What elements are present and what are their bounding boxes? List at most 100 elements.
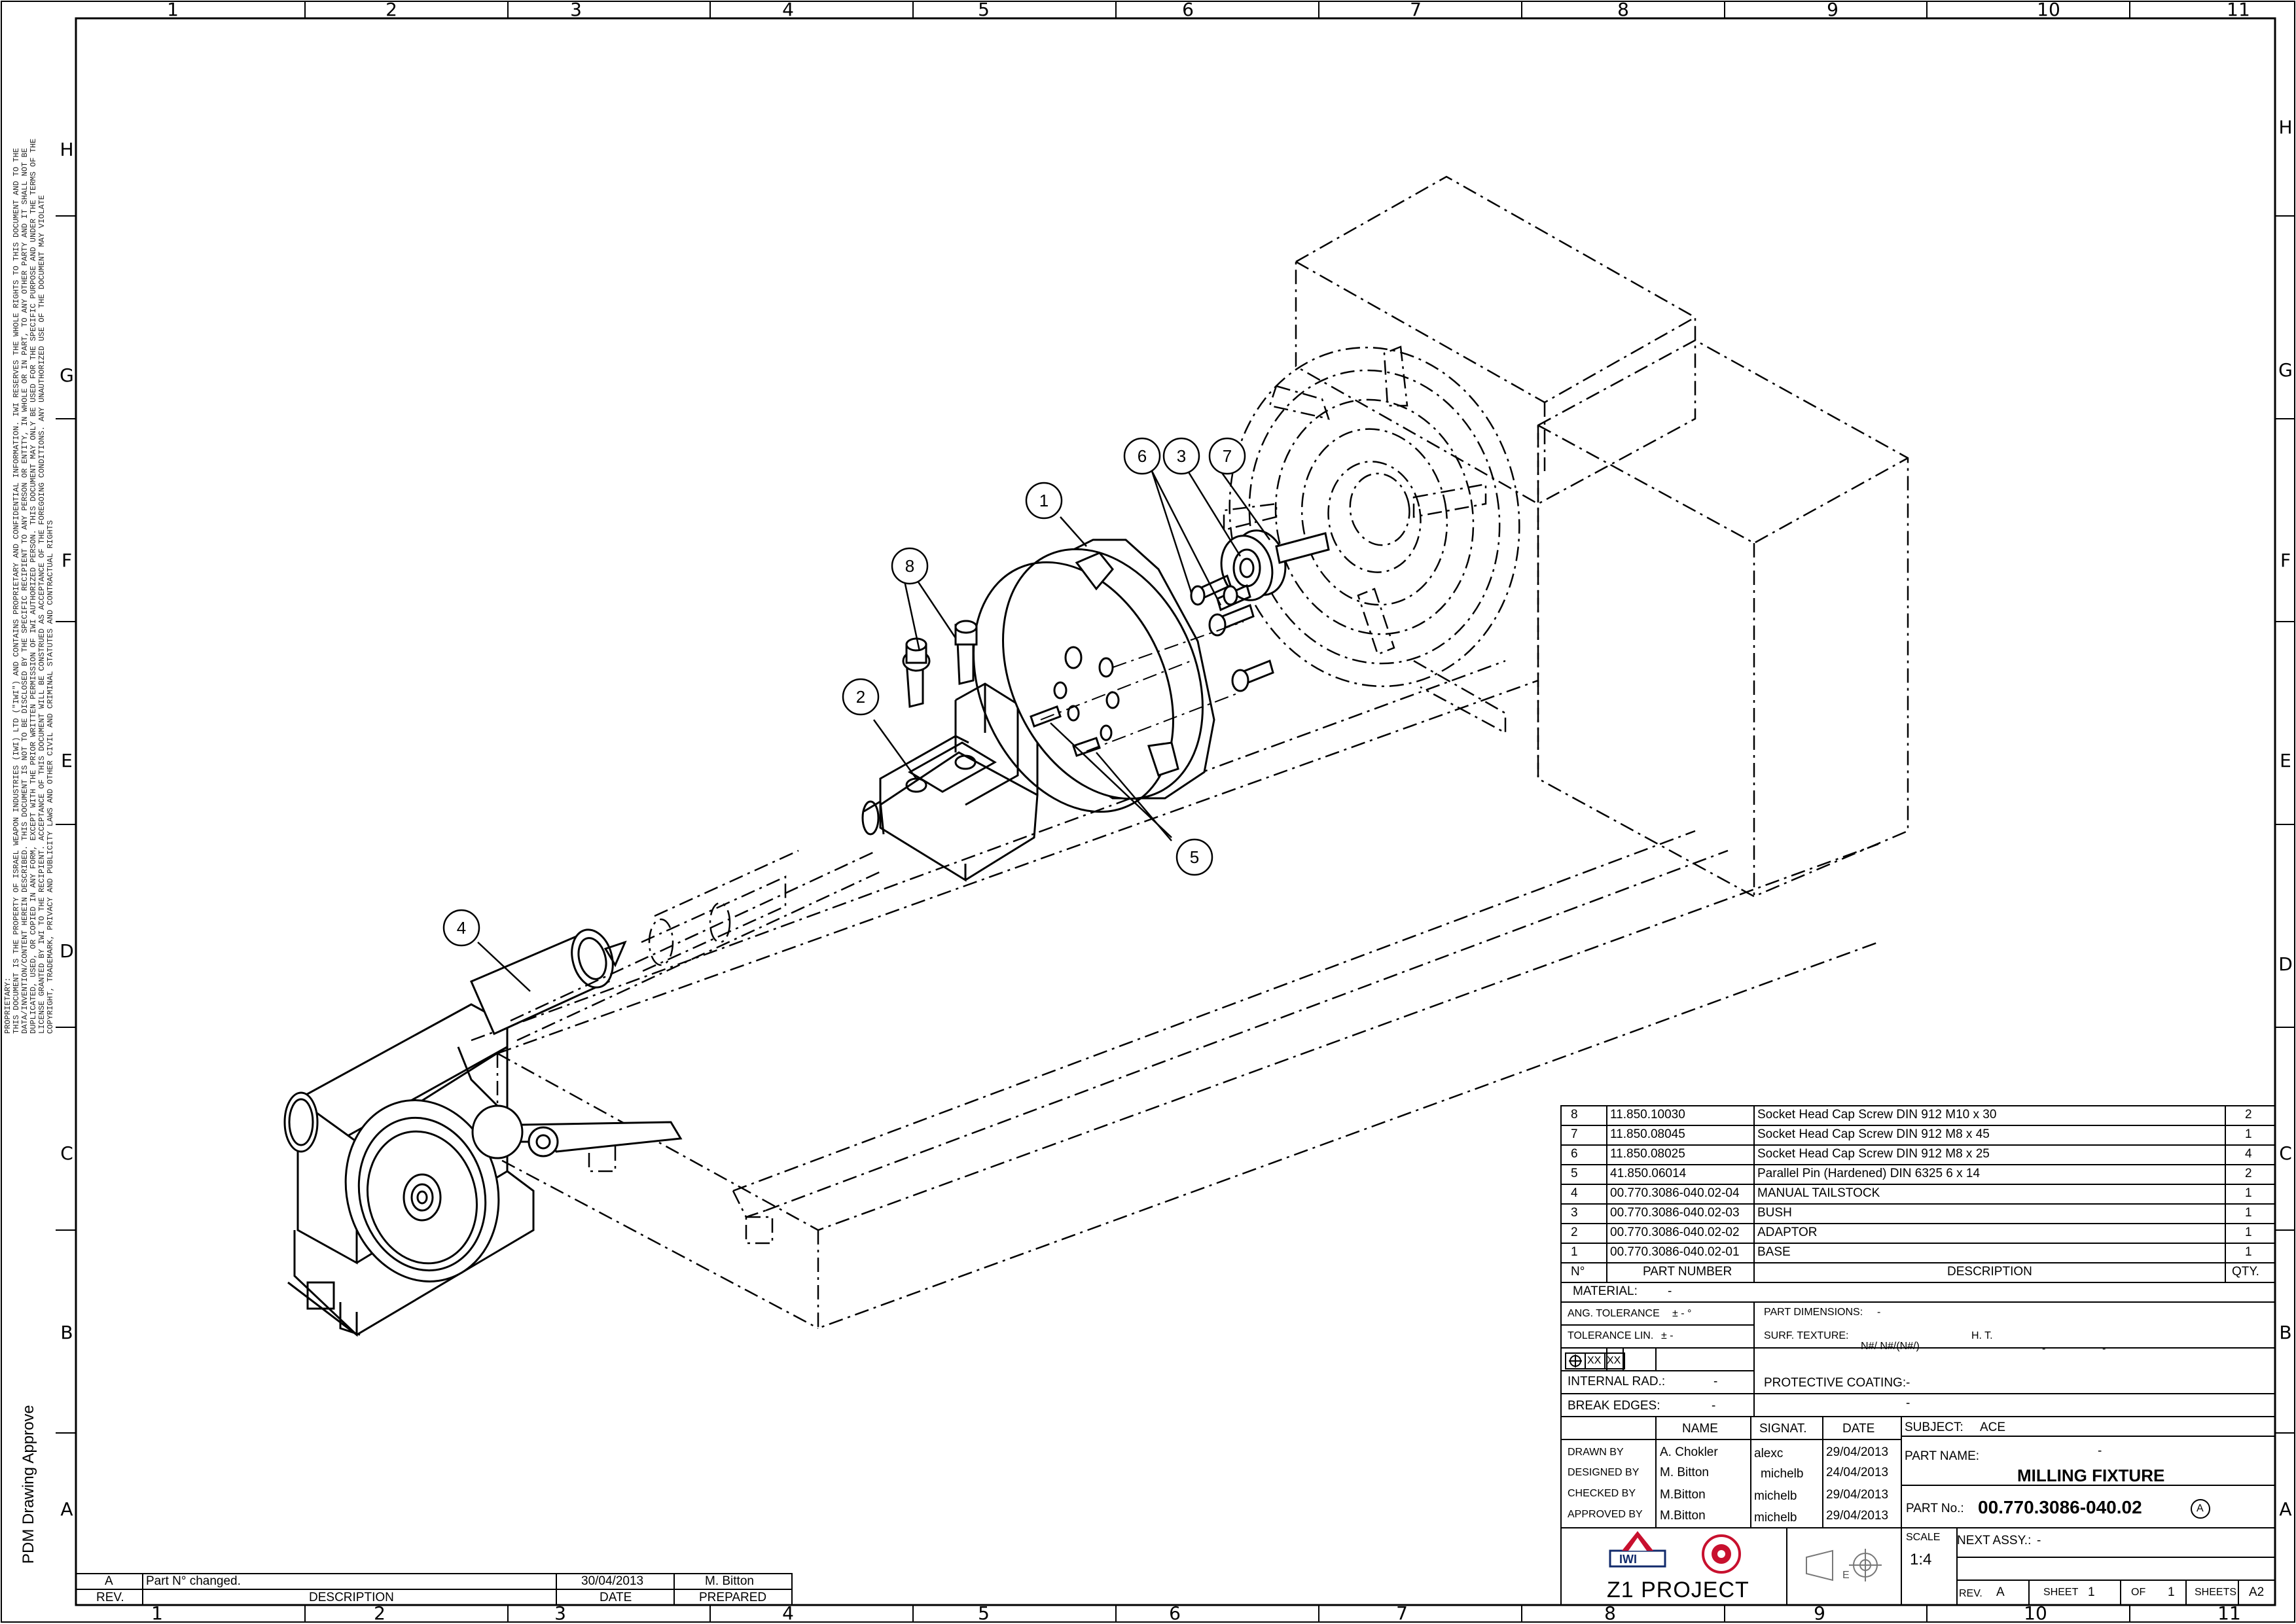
balloon-2: 2 xyxy=(856,687,865,707)
bom-row-no: 8 xyxy=(1571,1108,1578,1121)
ang-tolerance-value: ± - ° xyxy=(1672,1308,1692,1319)
iwi-logo xyxy=(1609,1531,1666,1568)
balloon-1: 1 xyxy=(1039,491,1049,510)
zone-col-4-bottom: 4 xyxy=(782,1602,794,1624)
col-name-header: NAME xyxy=(1682,1422,1718,1436)
bom-row-desc: Socket Head Cap Screw DIN 912 M10 x 30 xyxy=(1757,1108,1997,1121)
zone-col-11: 11 xyxy=(2227,0,2250,20)
drawn-by-label: DRAWN BY xyxy=(1568,1447,1624,1458)
project-name: Z1 PROJECT xyxy=(1607,1578,1749,1602)
revision-header-rev: REV. xyxy=(96,1591,124,1604)
protective-coating-value-1: - xyxy=(1906,1376,1910,1390)
projection-symbol xyxy=(1806,1549,1882,1581)
checked-by-sign: michelb xyxy=(1754,1489,1797,1503)
zone-row-a-right: A xyxy=(2279,1498,2292,1520)
zone-row-h: H xyxy=(60,139,74,160)
bom-row-qty: 1 xyxy=(2245,1186,2252,1200)
subject-label: SUBJECT: xyxy=(1905,1421,1964,1434)
scale-label: SCALE xyxy=(1906,1532,1941,1543)
part-dimensions-label: PART DIMENSIONS: xyxy=(1764,1307,1863,1318)
zone-row-d: D xyxy=(60,940,74,962)
bom-row-desc: Parallel Pin (Hardened) DIN 6325 6 x 14 xyxy=(1757,1167,1981,1180)
zone-col-7-bottom: 7 xyxy=(1396,1602,1408,1624)
drawn-by-name: A. Chokler xyxy=(1660,1445,1718,1459)
protective-coating-label: PROTECTIVE COATING: xyxy=(1764,1376,1907,1390)
zone-col-6: 6 xyxy=(1182,0,1194,20)
zone-row-c-right: C xyxy=(2279,1142,2292,1164)
title-block-grid xyxy=(1560,1282,2276,1606)
drawing-frame xyxy=(75,17,2276,1606)
adaptor-part xyxy=(861,682,1039,882)
checked-by-name: M.Bitton xyxy=(1660,1488,1706,1502)
checked-by-date: 29/04/2013 xyxy=(1826,1488,1889,1502)
bom-row-part: 00.770.3086-040.02-02 xyxy=(1610,1226,1740,1239)
zone-row-e-right: E xyxy=(2280,750,2291,771)
ht-value-1: - xyxy=(2042,1343,2046,1354)
designed-by-sign: michelb xyxy=(1761,1467,1804,1481)
balloon-8: 8 xyxy=(905,556,914,576)
zone-col-3: 3 xyxy=(570,0,582,20)
sheet-value: 1 xyxy=(2088,1585,2095,1599)
zone-row-a: A xyxy=(60,1498,73,1520)
protective-coating-value-2: - xyxy=(1906,1396,1910,1410)
revision-header-desc: DESCRIPTION xyxy=(309,1591,394,1604)
checked-by-label: CHECKED BY xyxy=(1568,1488,1636,1499)
bom-row-desc: BASE xyxy=(1757,1245,1791,1259)
part-name-value: MILLING FIXTURE xyxy=(2017,1466,2165,1485)
col-date-header: DATE xyxy=(1842,1422,1875,1436)
iwi-logo-text: IWI xyxy=(1619,1553,1637,1566)
col-signat-header: SIGNAT. xyxy=(1759,1422,1807,1436)
ang-tolerance-label: ANG. TOLERANCE xyxy=(1568,1308,1660,1319)
zone-col-2: 2 xyxy=(386,0,397,20)
revision-block-grid xyxy=(75,1573,793,1606)
zone-row-g-right: G xyxy=(2278,359,2293,381)
pdm-approve-label: PDM Drawing Approve xyxy=(20,1405,37,1564)
bom-row-part: 41.850.06014 xyxy=(1610,1167,1687,1180)
zone-col-7: 7 xyxy=(1410,0,1422,20)
zone-row-h-right: H xyxy=(2278,116,2293,138)
bom-row-qty: 1 xyxy=(2245,1226,2252,1239)
next-assy-value: - xyxy=(2037,1534,2041,1547)
bom-row-no: 5 xyxy=(1571,1167,1578,1180)
bush-part xyxy=(1220,529,1330,601)
ht-label: H. T. xyxy=(1971,1330,1993,1341)
bom-row-desc: BUSH xyxy=(1757,1206,1792,1220)
of-label: OF xyxy=(2131,1587,2146,1598)
part-name-dash: - xyxy=(2098,1444,2102,1458)
zone-col-10-bottom: 10 xyxy=(2024,1602,2047,1624)
of-value: 1 xyxy=(2168,1585,2175,1599)
bom-header-qty: QTY. xyxy=(2232,1265,2259,1279)
approved-by-name: M.Bitton xyxy=(1660,1509,1706,1523)
zone-col-1: 1 xyxy=(167,0,179,20)
bom-row-qty: 1 xyxy=(2245,1206,2252,1220)
bom-row-no: 4 xyxy=(1571,1186,1578,1200)
bom-row-qty: 1 xyxy=(2245,1245,2252,1259)
revision-rev: A xyxy=(105,1574,113,1588)
part-no-label: PART No.: xyxy=(1906,1502,1964,1515)
bom-row-desc: Socket Head Cap Screw DIN 912 M8 x 45 xyxy=(1757,1127,1990,1141)
bom-row-part: 00.770.3086-040.02-01 xyxy=(1610,1245,1740,1259)
break-edges-value: - xyxy=(1712,1399,1716,1413)
zone-col-9-bottom: 9 xyxy=(1814,1602,1825,1624)
revision-desc: Part N° changed. xyxy=(146,1574,241,1588)
tolerance-lin-label: TOLERANCE LIN. xyxy=(1568,1330,1654,1341)
designed-by-date: 24/04/2013 xyxy=(1826,1466,1889,1479)
base-plate-phantom xyxy=(471,660,1879,1330)
rev-value: A xyxy=(1996,1585,2005,1599)
zone-row-c: C xyxy=(60,1142,73,1164)
zone-row-f-right: F xyxy=(2280,550,2291,571)
bom-row-qty: 2 xyxy=(2245,1108,2252,1121)
zone-row-d-right: D xyxy=(2278,953,2293,975)
approved-by-date: 29/04/2013 xyxy=(1826,1509,1889,1523)
zone-col-3-bottom: 3 xyxy=(554,1602,566,1624)
internal-rad-value: - xyxy=(1713,1375,1718,1388)
surf-texture-symbols: N#/ N#/(N#/) xyxy=(1861,1341,1920,1352)
bom-row-no: 6 xyxy=(1571,1147,1578,1161)
revision-header-date: DATE xyxy=(600,1591,632,1604)
bom-row-no: 3 xyxy=(1571,1206,1578,1220)
part-dimensions-value: - xyxy=(1877,1307,1881,1318)
designed-by-name: M. Bitton xyxy=(1660,1466,1709,1479)
zone-col-6-bottom: 6 xyxy=(1169,1602,1181,1624)
